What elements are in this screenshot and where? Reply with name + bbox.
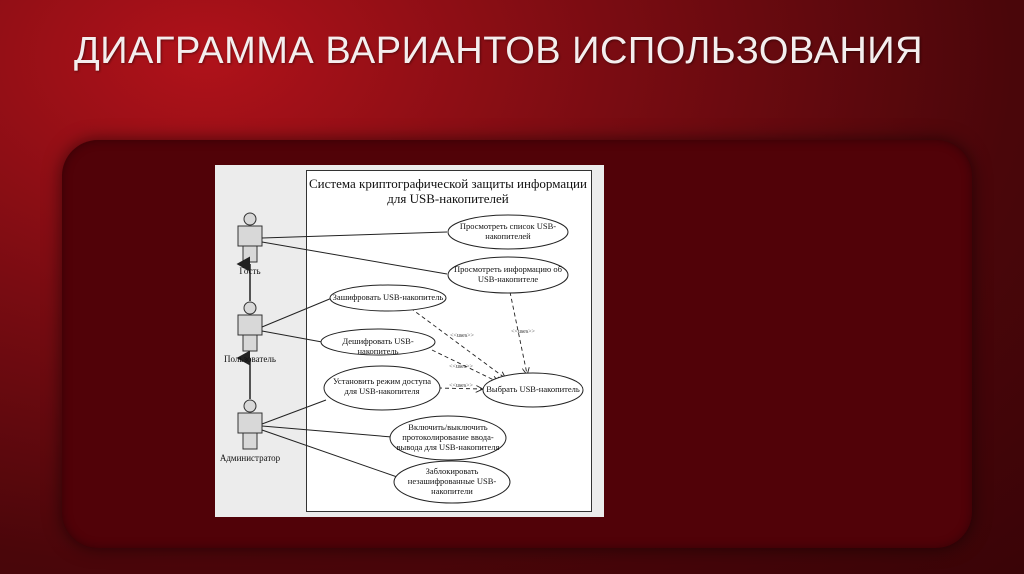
use-case-select-label: Выбрать USB-накопитель — [486, 384, 580, 394]
associations — [261, 231, 448, 479]
slide-title: ДИАГРАММА ВАРИАНТОВ ИСПОЛЬЗОВАНИЯ — [74, 30, 924, 72]
use-case-set-access-label: Установить режим доступа для USB-накопит… — [332, 376, 432, 396]
use-case-view-list — [447, 214, 569, 250]
uses-label-view-info: <<uses>> — [511, 329, 535, 335]
use-case-view-list-label: Просмотреть список USB-накопителей — [459, 221, 557, 241]
use-case-view-info-label: Просмотреть информацию об USB-накопителе — [454, 264, 562, 284]
actor-admin-label: Администратор — [219, 453, 281, 463]
use-case-encrypt-label: Зашифровать USB-накопитель — [332, 292, 444, 302]
use-case-view-info — [447, 256, 569, 294]
system-title: Система криптографической защиты информа… — [309, 176, 587, 206]
use-case-logging — [389, 415, 507, 461]
use-case-block-label: Заблокировать незашифрованные USB-накопи… — [407, 466, 497, 496]
uses-label-encrypt: <<uses>> — [450, 333, 474, 339]
uses-dependencies — [404, 291, 527, 389]
use-case-select — [482, 372, 584, 408]
actor-admin-figure — [237, 399, 263, 450]
use-case-set-access — [323, 365, 441, 411]
actor-user-figure — [237, 301, 263, 352]
use-case-logging-label: Включить/выключить протоколирование ввод… — [396, 422, 500, 452]
use-case-block — [393, 460, 511, 504]
use-case-decrypt — [320, 328, 436, 356]
actor-user-label: Пользователь — [224, 354, 276, 364]
use-case-decrypt-label: Дешифровать USB-накопитель — [342, 336, 414, 356]
actor-guest-figure — [237, 212, 263, 263]
uses-label-decrypt: <<uses>> — [449, 364, 473, 370]
actor-guest-label: Гость — [239, 266, 261, 276]
uses-label-set-access: <<uses>> — [449, 383, 473, 389]
use-case-encrypt — [329, 284, 447, 312]
